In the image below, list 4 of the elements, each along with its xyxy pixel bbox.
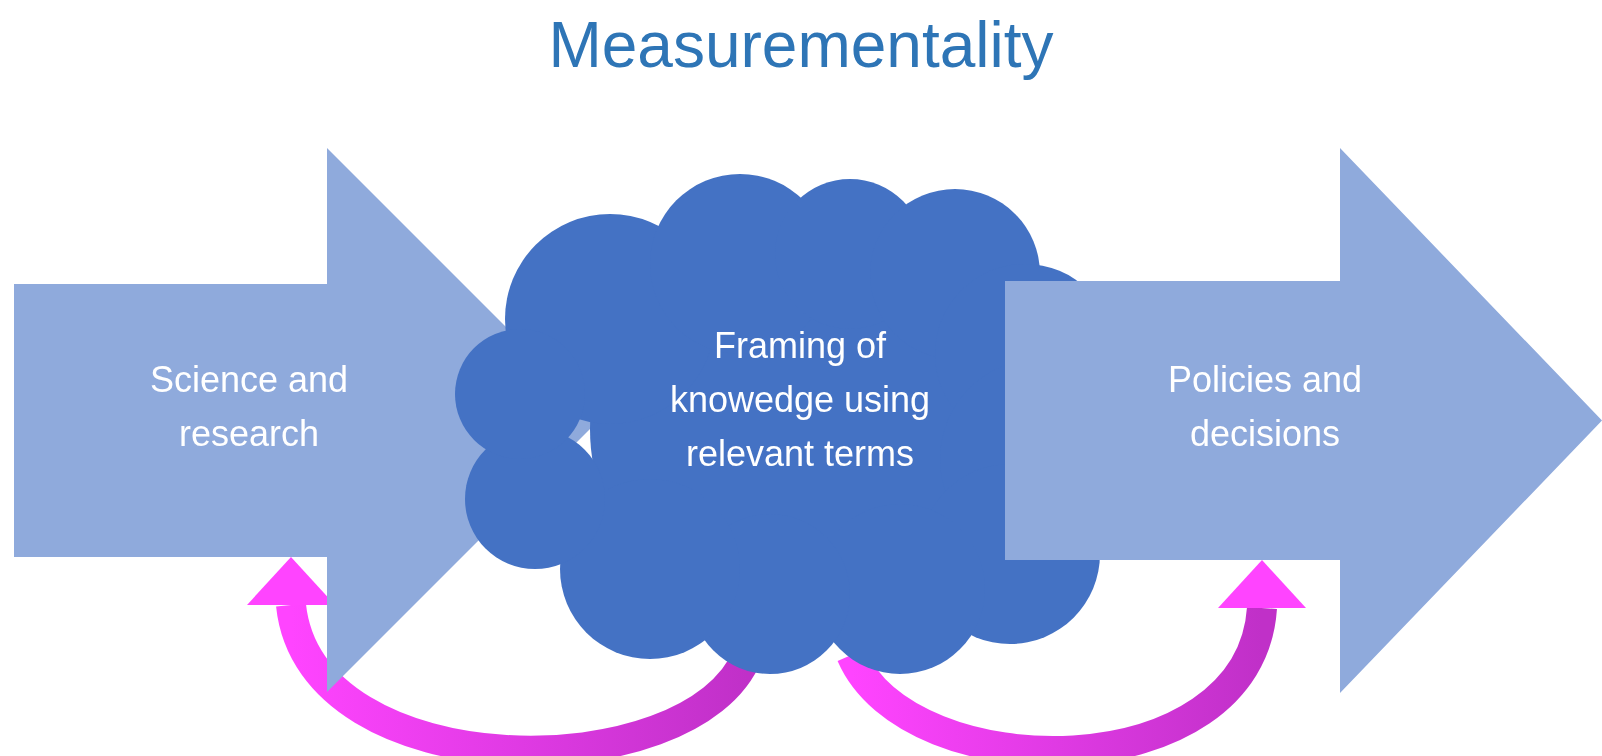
cloud-label: Framing of knowedge using relevant terms [668, 324, 932, 476]
diagram-title: Measurementality [548, 9, 1054, 81]
arrow-label: Policies and decisions [1166, 358, 1364, 456]
arrow-label: Science and research [148, 358, 350, 456]
